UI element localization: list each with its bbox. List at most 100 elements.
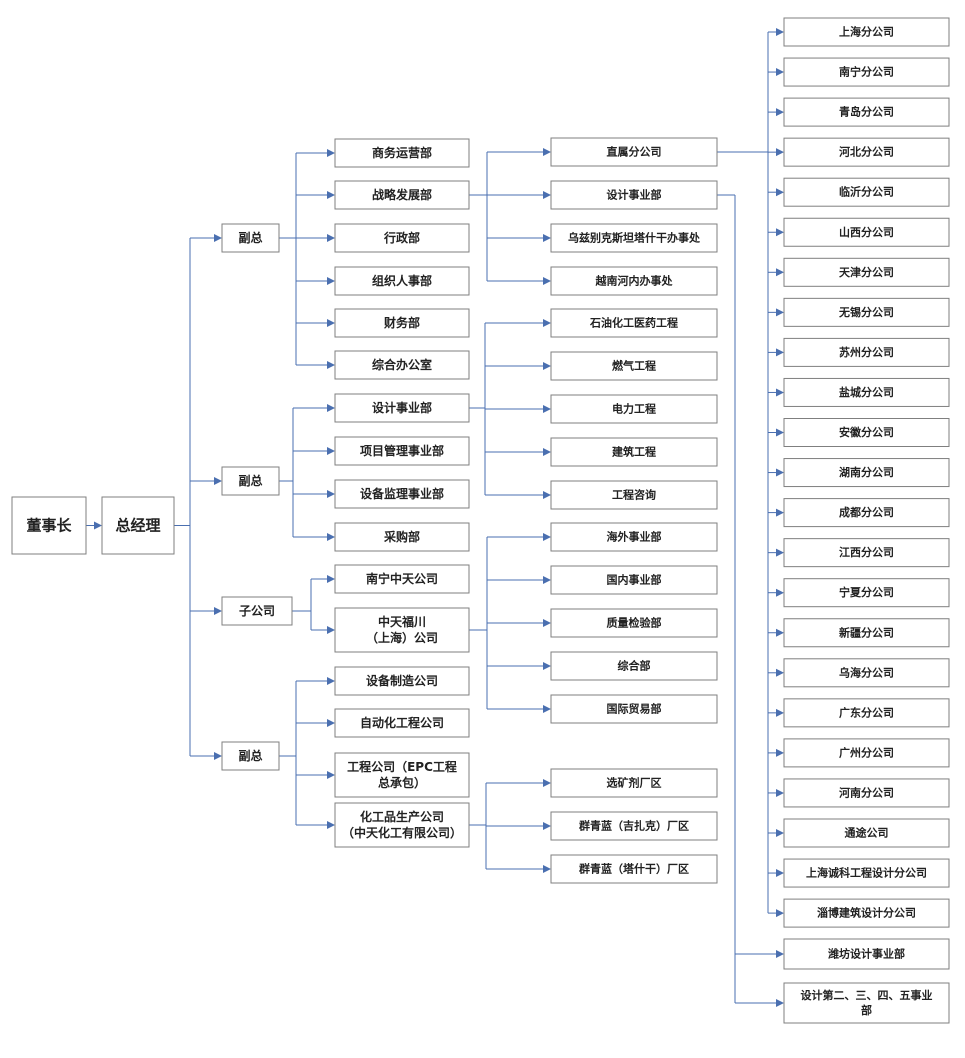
connector-arrow <box>776 308 784 317</box>
node-haiwai-label: 海外事业部 <box>607 530 662 544</box>
branch-item-label: 临沂分公司 <box>839 185 894 199</box>
node-weifang: 潍坊设计事业部 <box>783 938 950 970</box>
connector-arrow <box>776 508 784 517</box>
node-ranqi-frame <box>550 351 718 381</box>
connector-arrow <box>214 477 222 485</box>
branch-item-label: 新疆分公司 <box>839 625 894 639</box>
node-vp1-frame <box>221 223 280 253</box>
node-qunqing-tashigan-label: 群青蓝（塔什干）厂区 <box>578 862 689 876</box>
node-chairman-label: 董事长 <box>26 517 72 535</box>
branch-item-frame <box>783 578 950 608</box>
branch-item-label: 南宁分公司 <box>839 65 894 79</box>
connector-arrow <box>94 521 102 530</box>
connector-arrow <box>327 149 335 157</box>
node-nanning-zt-frame <box>334 564 470 594</box>
branch-item-frame <box>783 538 950 568</box>
connector-arrow <box>543 405 551 413</box>
node-ranqi-label: 燃气工程 <box>611 359 656 373</box>
node-gongcheng-epc-label: 总承包） <box>378 775 426 790</box>
node-sheji-2345-frame <box>783 982 950 1024</box>
connector-arrow <box>776 228 784 237</box>
node-xiangmu: 项目管理事业部 <box>334 436 470 466</box>
node-vietnam-label: 越南河内办事处 <box>595 274 674 288</box>
node-zhiliang: 质量检验部 <box>550 608 718 638</box>
connector-arrow <box>543 362 551 370</box>
branch-item: 安徽分公司 <box>783 418 950 447</box>
branch-item: 青岛分公司 <box>783 97 950 127</box>
node-sheji-biz-frame <box>550 180 718 210</box>
node-vp1-label: 副总 <box>238 230 262 245</box>
branch-item-frame <box>783 137 950 167</box>
connector-arrow <box>327 319 335 327</box>
branch-item: 宁夏分公司 <box>783 578 950 608</box>
node-qunqing-jizhake-frame <box>550 811 718 841</box>
node-xuankuang-frame <box>550 768 718 798</box>
branch-item-label: 江西分公司 <box>839 545 894 559</box>
node-sheji-dept-label: 设计事业部 <box>372 400 432 415</box>
branch-item-frame <box>783 217 950 247</box>
branch-item: 湖南分公司 <box>783 458 950 488</box>
node-weifang-frame <box>783 938 950 970</box>
branch-item-frame <box>783 458 950 488</box>
connector-arrow <box>776 708 784 717</box>
connector-arrow <box>543 576 551 584</box>
node-zonghe-office-frame <box>334 350 470 380</box>
branch-item-frame <box>783 698 950 728</box>
branch-item-label: 上海诚科工程设计分公司 <box>806 866 927 880</box>
connector-arrow <box>543 705 551 713</box>
node-uzbek-frame <box>550 223 718 253</box>
branch-item-frame <box>783 97 950 127</box>
node-guonei: 国内事业部 <box>550 565 718 595</box>
connector-arrow <box>776 829 784 837</box>
branch-item: 江西分公司 <box>783 538 950 568</box>
connector-arrow <box>214 234 222 242</box>
node-huagong-label: 化工品生产公司 <box>360 809 444 824</box>
branch-item-label: 宁夏分公司 <box>839 585 894 599</box>
branch-item: 淄博建筑设计分公司 <box>783 898 950 928</box>
branch-item-label: 广东分公司 <box>839 705 894 719</box>
branch-item-label: 安徽分公司 <box>839 425 894 439</box>
node-shebei-zhizao-frame <box>334 666 470 696</box>
org-nodes: 董事长总经理副总副总子公司副总商务运营部战略发展部行政部组织人事部财务部综合办公… <box>11 17 950 1024</box>
node-zt-fuchuan-frame <box>334 607 470 653</box>
branch-item-label: 盐城分公司 <box>839 385 894 399</box>
connector-arrow <box>327 361 335 369</box>
node-sheji-dept: 设计事业部 <box>334 393 470 423</box>
branch-item-frame <box>783 898 950 928</box>
node-vp3-frame <box>221 741 280 771</box>
node-chairman: 董事长 <box>11 496 87 555</box>
node-nanning-zt: 南宁中天公司 <box>334 564 470 594</box>
branch-item: 上海分公司 <box>783 17 950 47</box>
connector-arrow <box>327 234 335 242</box>
branch-item: 无锡分公司 <box>783 297 950 327</box>
connector-arrow <box>776 909 784 918</box>
connector-arrow <box>327 447 335 455</box>
node-zixun-label: 工程咨询 <box>612 488 656 502</box>
connector-arrow <box>543 491 551 499</box>
branch-item-label: 青岛分公司 <box>839 105 894 119</box>
node-sub-label: 子公司 <box>239 604 275 618</box>
connector-arrow <box>543 448 551 456</box>
branch-item-label: 成都分公司 <box>839 505 894 519</box>
branch-item-frame <box>783 658 950 688</box>
node-guoji: 国际贸易部 <box>550 694 718 724</box>
branch-item-frame <box>783 257 950 287</box>
node-guonei-frame <box>550 565 718 595</box>
node-shebei-zhizao: 设备制造公司 <box>334 666 470 696</box>
node-zhanlue-label: 战略发展部 <box>372 187 432 202</box>
branch-item: 成都分公司 <box>783 498 950 528</box>
connector-arrow <box>327 277 335 285</box>
node-nanning-zt-label: 南宁中天公司 <box>366 571 438 586</box>
node-zuzhi-frame <box>334 266 470 296</box>
connector-arrow <box>327 771 335 779</box>
node-zuzhi: 组织人事部 <box>334 266 470 296</box>
node-vp1: 副总 <box>221 223 280 253</box>
branch-item: 广东分公司 <box>783 698 950 728</box>
branch-item-frame <box>783 618 950 648</box>
node-zt-fuchuan: 中天福川（上海）公司 <box>334 607 470 653</box>
branch-item: 河南分公司 <box>783 778 950 808</box>
branch-item-label: 河北分公司 <box>839 145 894 159</box>
branch-item-label: 上海分公司 <box>839 25 894 39</box>
